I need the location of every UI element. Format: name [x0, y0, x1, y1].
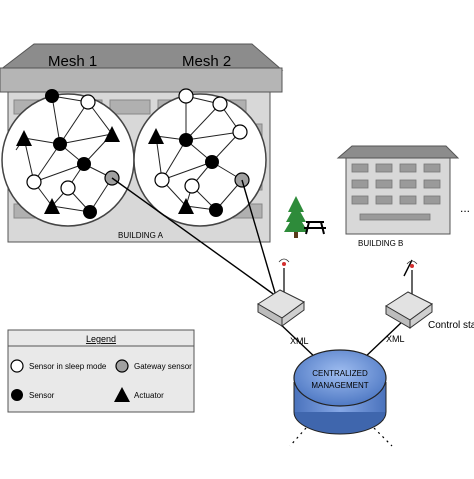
router-icon-left: [257, 258, 305, 327]
building-a-roof: [0, 43, 284, 71]
building-a-label: BUILDING A: [118, 231, 164, 240]
legend-label-sensor: Sensor: [29, 391, 55, 400]
legend-gateway-sensor-icon: [115, 359, 129, 373]
building-b: BUILDING B: [336, 145, 460, 248]
legend-box: [7, 329, 195, 413]
control-station-label: Control stat: [428, 320, 474, 331]
legend: Legend Sensor in sleep mode Gateway sens…: [7, 329, 195, 413]
sensor-node: [209, 203, 223, 217]
mesh-1-label: Mesh 1: [48, 53, 97, 70]
router-icon-right: [385, 260, 433, 329]
sleep-sensor-node: [26, 174, 42, 190]
mesh-1-boundary: [1, 93, 135, 227]
sleep-sensor-node: [178, 88, 194, 104]
tree-icon: [284, 196, 308, 238]
building-a-roof-trim: [0, 67, 283, 93]
actuator-node: [104, 126, 120, 142]
sleep-sensor-node: [232, 124, 248, 140]
legend-label-actuator: Actuator: [134, 391, 164, 400]
sensor-node: [77, 157, 91, 171]
legend-sleep-sensor-icon: [10, 359, 24, 373]
centralized-management-database: CENTRALIZED MANAGEMENT: [293, 349, 387, 435]
building-b-windows: [351, 163, 441, 221]
building-b-roof: [336, 145, 460, 159]
mesh-1-nodes: [16, 89, 120, 219]
sleep-sensor-node: [80, 94, 96, 110]
legend-title: Legend: [86, 334, 116, 344]
mesh-2-boundary: [133, 93, 267, 227]
sensor-node: [205, 155, 219, 169]
sleep-sensor-node: [184, 178, 200, 194]
xml-label-left: XML: [290, 336, 309, 346]
legend-label-sleep-sensor: Sensor in sleep mode: [29, 362, 107, 371]
legend-label-gateway-sensor: Gateway sensor: [134, 362, 192, 371]
building-b-label: BUILDING B: [358, 239, 403, 248]
legend-actuator-icon: [114, 387, 130, 402]
actuator-node: [178, 198, 194, 214]
sensor-node: [179, 133, 193, 147]
central-label-line2: MANAGEMENT: [311, 381, 368, 390]
xml-label-right: XML: [386, 334, 405, 344]
actuator-node: [44, 198, 60, 214]
sleep-sensor-node: [154, 172, 170, 188]
actuator-node: [16, 130, 32, 146]
sensor-node: [45, 89, 59, 103]
bench-icon: [304, 221, 326, 235]
central-label-line1: CENTRALIZED: [312, 369, 368, 378]
mesh-2-nodes: [148, 88, 250, 217]
sleep-sensor-node: [60, 180, 76, 196]
network-links: [111, 177, 413, 361]
actuator-node: [148, 128, 164, 144]
legend-sensor-icon: [11, 389, 23, 401]
sensor-node: [83, 205, 97, 219]
dashed-links: [289, 427, 393, 447]
sleep-sensor-node: [212, 96, 228, 112]
sensor-node: [53, 137, 67, 151]
mesh-2-label: Mesh 2: [182, 53, 231, 70]
ellipsis-right: ...: [460, 201, 470, 215]
